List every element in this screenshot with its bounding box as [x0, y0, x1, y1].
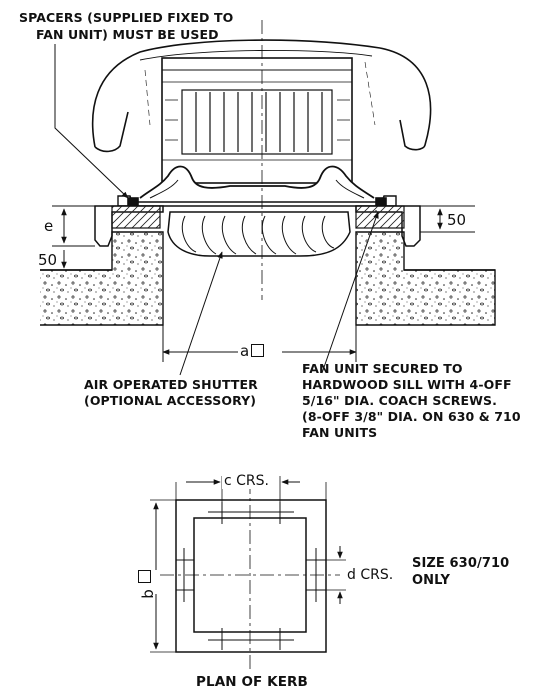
dim-c: c CRS.	[222, 473, 271, 489]
plan-view	[150, 476, 346, 672]
dim-d: d CRS.	[347, 567, 394, 583]
shutter-label-line2: (OPTIONAL ACCESSORY)	[84, 393, 257, 408]
fan-secured-line2: HARDWOOD SILL WITH 4-OFF	[302, 377, 512, 392]
dim-b-box	[136, 569, 151, 585]
dim-a-text: a	[240, 342, 250, 360]
shutter-label-line1: AIR OPERATED SHUTTER	[84, 377, 258, 392]
impeller	[181, 89, 333, 155]
hardwood-sill-left	[111, 205, 161, 229]
fan-secured-line1: FAN UNIT SECURED TO	[302, 361, 463, 376]
dimension-box-icon	[251, 344, 265, 357]
spacers-label-line1: SPACERS (SUPPLIED FIXED TO	[19, 10, 234, 25]
dim-a: a	[240, 342, 265, 360]
fan-secured-line3: 5/16" DIA. COACH SCREWS.	[302, 393, 497, 408]
spacers-label-line2: FAN UNIT) MUST BE USED	[36, 27, 219, 42]
fan-secured-line4: (8-OFF 3/8" DIA. ON 630 & 710	[302, 409, 521, 424]
kerb-outer	[175, 499, 327, 653]
dim-e: e	[44, 217, 54, 235]
inlet-bell	[139, 165, 375, 199]
dimension-box-icon	[138, 570, 151, 583]
fan-secured-line5: FAN UNITS	[302, 425, 378, 440]
dim-50-right: 50	[447, 211, 467, 229]
air-shutter	[167, 211, 351, 257]
roof-slab-right	[355, 231, 496, 326]
hardwood-sill-right	[355, 205, 405, 229]
size-note-line1: SIZE 630/710	[412, 556, 510, 571]
section-dimensions	[40, 44, 475, 376]
section-view	[40, 20, 496, 345]
dim-50-left: 50	[38, 251, 58, 269]
size-note-line2: ONLY	[412, 573, 451, 588]
dim-b: b	[138, 589, 157, 599]
plan-title: PLAN OF KERB	[196, 674, 308, 690]
